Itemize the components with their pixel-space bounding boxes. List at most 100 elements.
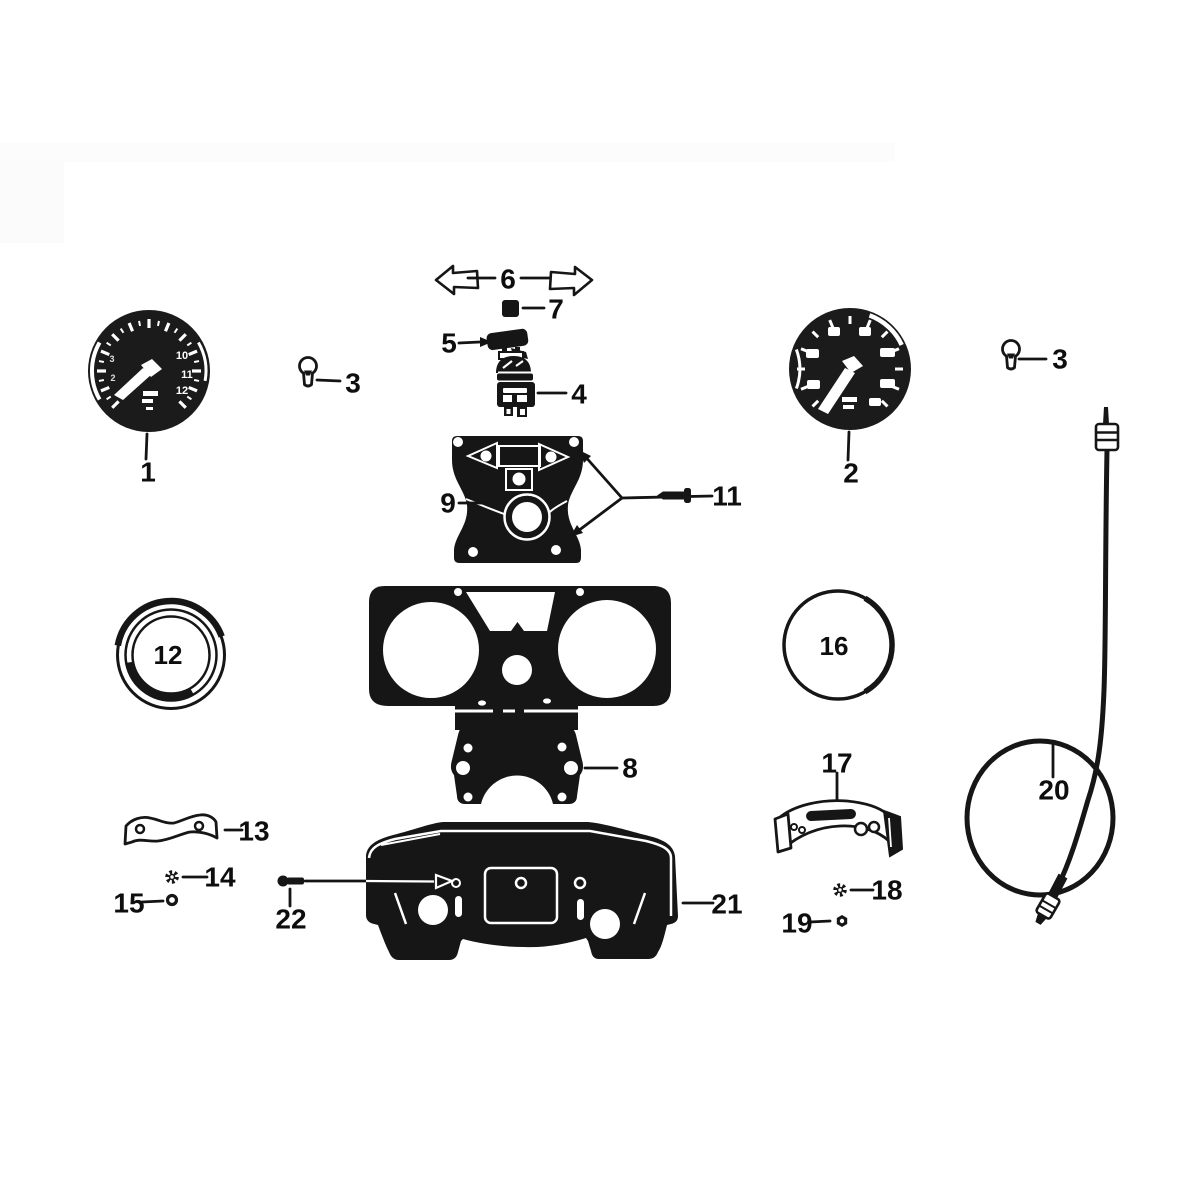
dial-number-10: 10	[176, 350, 188, 362]
dial-number-11: 11	[181, 369, 193, 381]
plate-top-cutout	[466, 592, 555, 631]
washer-icon	[165, 893, 179, 907]
tachometer-dial-numbers: 10 11 12 2 3	[109, 350, 193, 410]
part-label-4: 4	[571, 379, 587, 410]
part-label-22: 22	[275, 904, 306, 935]
part-8-mounting-plate: 8	[369, 586, 671, 804]
bracket-plate	[452, 436, 583, 563]
housing-center-recess	[483, 866, 559, 925]
bulb-socket	[304, 370, 312, 376]
cable-top-fitting	[1094, 422, 1120, 452]
cable-top-tip	[1103, 407, 1109, 424]
tachometer-needle	[114, 368, 152, 400]
housing-right-hole	[590, 909, 620, 939]
star-washer-icon	[165, 870, 179, 884]
leader-line-3a	[315, 378, 342, 383]
part-label-18: 18	[871, 875, 902, 906]
bulb-base	[1005, 355, 1017, 371]
housing-inner-outline	[367, 829, 673, 916]
part-3-bulb-left: 3	[298, 356, 361, 399]
screw-tip	[657, 491, 663, 500]
pointer-line-11b	[572, 496, 624, 536]
part-label-16: 16	[820, 631, 849, 661]
leader-line-1	[144, 432, 149, 461]
part-4-ignition-switch: 4	[496, 347, 587, 417]
part-9-indicator-bracket: 9	[440, 436, 583, 563]
part-label-2: 2	[843, 458, 859, 489]
leader-line-2	[846, 430, 851, 462]
tachometer-highlight	[89, 341, 102, 401]
tachometer-dial-ticks	[97, 319, 201, 409]
part-7-cap: 7	[502, 294, 564, 325]
part-label-6: 6	[500, 264, 516, 295]
speedometer-highlight	[868, 313, 904, 346]
part-19-nut: 19	[781, 908, 848, 939]
part-label-7: 7	[548, 294, 564, 325]
part-13-clamp-bracket: 13	[123, 813, 270, 847]
part-12-bezel-ring: 12	[114, 597, 226, 710]
dial-number-3: 3	[109, 354, 114, 364]
scan-artifact	[0, 143, 895, 162]
part-16-seal-ring: 16	[782, 589, 895, 701]
part-1-tachometer: 10 11 12 2 3 1	[88, 310, 210, 488]
part-11-screw: 11	[570, 450, 742, 537]
bulb-socket	[1007, 353, 1015, 359]
part-label-3b: 3	[1052, 344, 1068, 375]
tachometer-highlight	[197, 341, 208, 382]
dial-number-2: 2	[110, 373, 115, 383]
center-hole	[502, 655, 532, 685]
arrowhead-11a	[579, 450, 591, 463]
part-label-14: 14	[204, 862, 236, 893]
arrowhead-22	[434, 873, 455, 890]
part-20-drive-cable: 20	[964, 407, 1120, 925]
leader-line-5	[457, 340, 482, 345]
part-label-20: 20	[1038, 775, 1069, 806]
screw-head	[684, 488, 691, 503]
bracket-right-tab	[882, 809, 904, 858]
speedometer-dial-ticks	[797, 316, 903, 414]
cable-loop	[964, 738, 1116, 898]
bulb-base	[302, 372, 314, 388]
arrowhead-5	[480, 337, 492, 347]
part-3-bulb-right: 3	[1001, 339, 1068, 375]
cable-end-fitting	[1035, 892, 1061, 925]
part-label-9: 9	[440, 488, 456, 519]
indicator-window	[498, 445, 541, 467]
plate-lower-bracket	[450, 727, 584, 804]
speedometer-needle	[818, 368, 855, 414]
screw-head	[277, 875, 289, 887]
tachometer-needle-hub	[141, 359, 162, 377]
speedo-cable-hole	[512, 502, 542, 532]
part-label-11: 11	[712, 481, 742, 512]
part-label-5: 5	[441, 328, 457, 359]
part-15-washer: 15	[113, 888, 179, 919]
scan-artifact	[0, 160, 64, 243]
part-label-3a: 3	[345, 368, 361, 399]
bulb-housing-window	[505, 468, 533, 491]
key-head	[486, 328, 529, 351]
dial-number-12: 12	[176, 385, 188, 397]
housing-left-hole	[418, 895, 448, 925]
leader-line-19	[808, 919, 832, 924]
bezel-ring-thick-edge	[114, 597, 225, 647]
screw-shaft	[663, 491, 685, 500]
part-label-1: 1	[140, 457, 156, 488]
switch-dome	[496, 356, 531, 373]
part-2-speedometer: 2	[789, 308, 911, 489]
part-18-star-washer: 18	[833, 875, 903, 906]
part-21-lower-housing: 21	[366, 822, 743, 960]
left-indicator-arrow-icon	[465, 441, 498, 470]
cable-strand	[1055, 449, 1110, 888]
speedometer-opening	[558, 600, 656, 698]
right-arrow-icon	[548, 265, 594, 297]
bracket-slot	[806, 808, 856, 822]
bracket-left-tab	[773, 812, 793, 854]
part-17-mounting-bracket: 17	[773, 748, 904, 858]
pointer-line-11a	[581, 452, 624, 500]
part-label-12: 12	[154, 640, 183, 670]
speedometer-needle-hub	[842, 356, 863, 373]
left-arrow-icon	[434, 264, 480, 296]
part-22-screw: 22	[275, 873, 455, 935]
